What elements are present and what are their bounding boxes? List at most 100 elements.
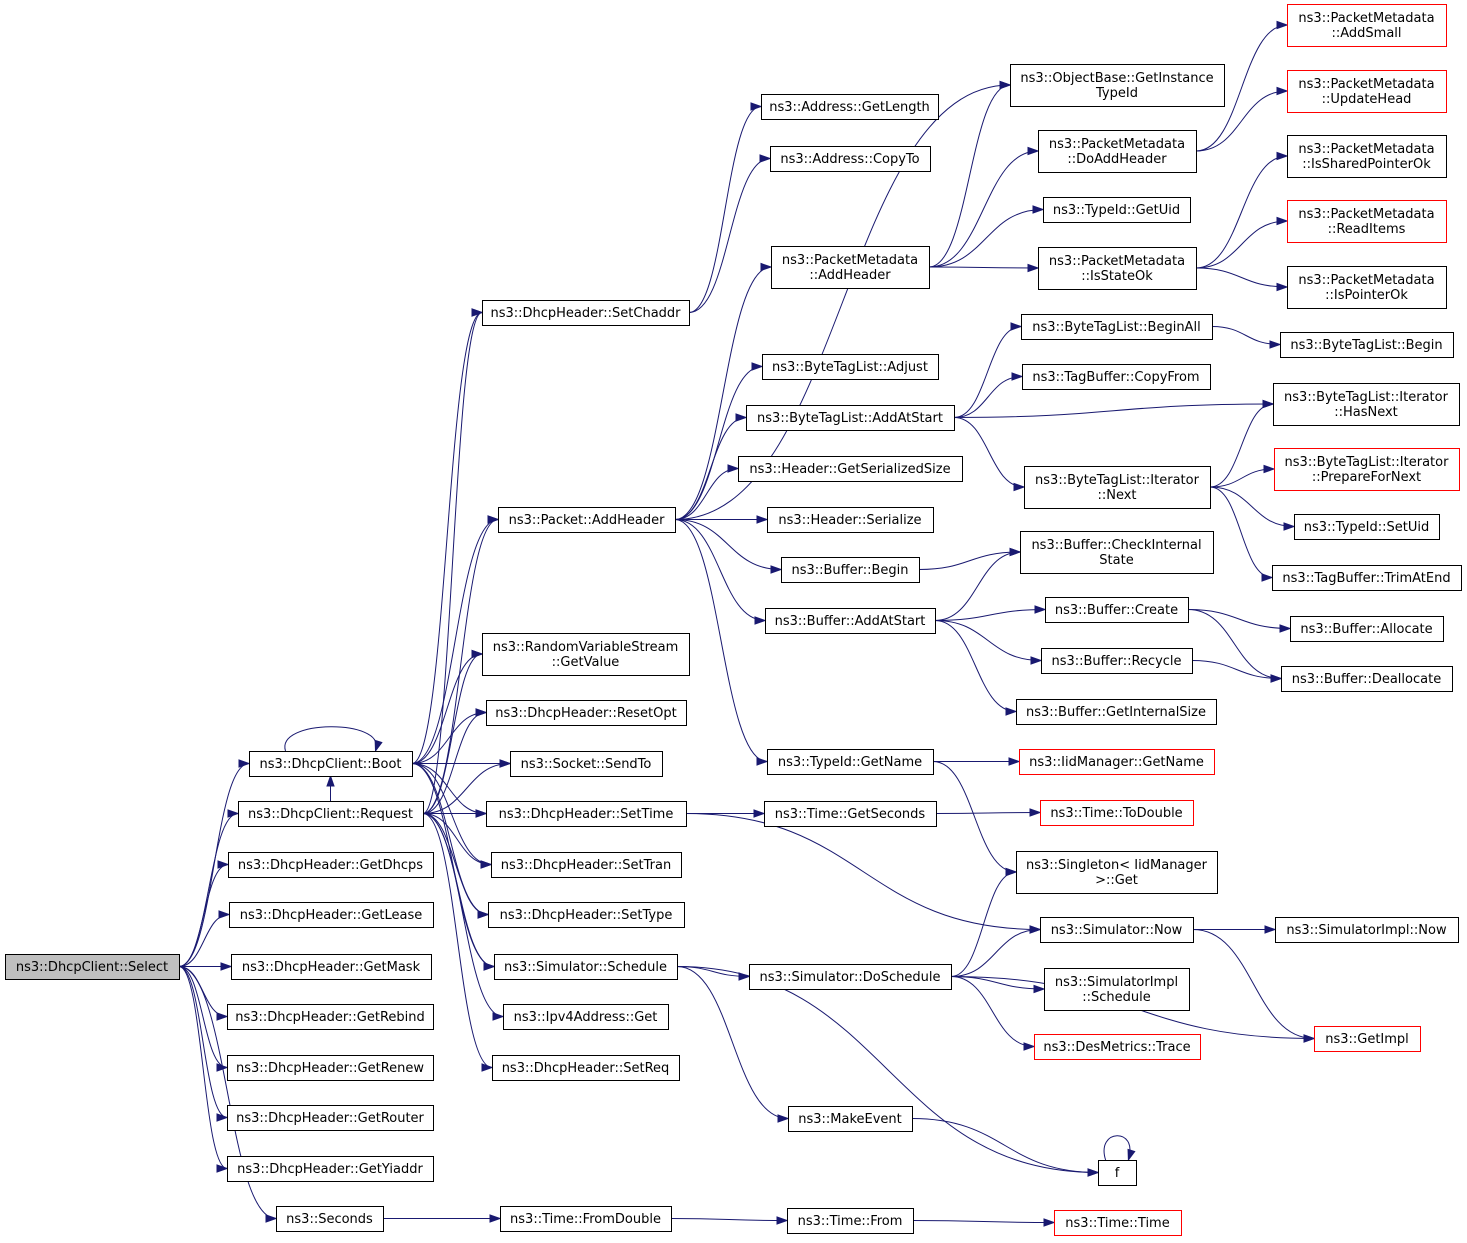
node-setreq[interactable]: ns3::DhcpHeader::SetReq bbox=[492, 1055, 680, 1081]
node-hgetsersize[interactable]: ns3::Header::GetSerializedSize bbox=[738, 456, 963, 482]
node-btliterprepare[interactable]: ns3::ByteTagList::Iterator::PrepareForNe… bbox=[1274, 448, 1460, 491]
node-hserialize[interactable]: ns3::Header::Serialize bbox=[767, 507, 934, 533]
node-pmdoaddheader[interactable]: ns3::PacketMetadata::DoAddHeader bbox=[1038, 130, 1197, 173]
node-getimpl[interactable]: ns3::GetImpl bbox=[1314, 1026, 1421, 1052]
node-pmaddsmall[interactable]: ns3::PacketMetadata::AddSmall bbox=[1287, 4, 1447, 47]
node-getdhcps[interactable]: ns3::DhcpHeader::GetDhcps bbox=[228, 852, 434, 878]
edge-btladdatstart-to-tbcopyfrom bbox=[953, 372, 1024, 418]
node-bufbegin[interactable]: ns3::Buffer::Begin bbox=[781, 557, 920, 583]
node-seconds[interactable]: ns3::Seconds bbox=[276, 1206, 384, 1232]
node-label: ns3::DhcpHeader::SetTran bbox=[501, 858, 672, 873]
edge-fromdouble-to-timefrom bbox=[670, 1216, 789, 1225]
node-label: ns3::TagBuffer::TrimAtEnd bbox=[1282, 571, 1450, 586]
node-getrouter[interactable]: ns3::DhcpHeader::GetRouter bbox=[227, 1105, 434, 1131]
node-schedule[interactable]: ns3::Simulator::Schedule bbox=[494, 954, 678, 980]
node-bufaddatstart[interactable]: ns3::Buffer::AddAtStart bbox=[765, 608, 936, 634]
node-typeidgetname[interactable]: ns3::TypeId::GetName bbox=[767, 749, 934, 775]
node-settime[interactable]: ns3::DhcpHeader::SetTime bbox=[486, 801, 687, 827]
node-desmetricstrace[interactable]: ns3::DesMetrics::Trace bbox=[1034, 1034, 1201, 1060]
node-box bbox=[238, 801, 424, 827]
node-timetodouble[interactable]: ns3::Time::ToDouble bbox=[1040, 800, 1194, 826]
node-timefrom[interactable]: ns3::Time::From bbox=[787, 1208, 914, 1234]
node-bufdeallocate[interactable]: ns3::Buffer::Deallocate bbox=[1281, 666, 1453, 692]
node-select[interactable]: ns3::DhcpClient::Select bbox=[5, 954, 180, 980]
edge-select-to-getdhcps bbox=[178, 860, 230, 967]
edge-arrowhead bbox=[483, 962, 496, 971]
edge-arrowhead bbox=[735, 413, 748, 422]
node-box bbox=[764, 801, 937, 827]
edge-line bbox=[422, 653, 483, 814]
node-rvsgetvalue[interactable]: ns3::RandomVariableStream::GetValue bbox=[482, 633, 690, 676]
node-btlbegin[interactable]: ns3::ByteTagList::Begin bbox=[1280, 332, 1454, 358]
node-bufrecycle[interactable]: ns3::Buffer::Recycle bbox=[1041, 648, 1193, 674]
node-bufcreate[interactable]: ns3::Buffer::Create bbox=[1045, 597, 1189, 623]
node-label: ns3::Simulator::Now bbox=[1051, 923, 1183, 938]
edge-request-to-setreq bbox=[422, 813, 494, 1072]
edge-arrowhead bbox=[481, 1063, 494, 1072]
node-tbtrimatend[interactable]: ns3::TagBuffer::TrimAtEnd bbox=[1272, 565, 1462, 591]
node-typeidsetuid[interactable]: ns3::TypeId::SetUid bbox=[1294, 514, 1440, 540]
node-getlease[interactable]: ns3::DhcpHeader::GetLease bbox=[229, 902, 434, 928]
node-simimplnow[interactable]: ns3::SimulatorImpl::Now bbox=[1275, 917, 1459, 943]
node-singletonget[interactable]: ns3::Singleton< IidManager >::Get bbox=[1016, 851, 1218, 894]
edge-pmdoaddheader-to-pmupdatehead bbox=[1195, 86, 1289, 152]
node-resetopt[interactable]: ns3::DhcpHeader::ResetOpt bbox=[486, 700, 687, 726]
node-pmispointerok[interactable]: ns3::PacketMetadata::IsPointerOk bbox=[1287, 266, 1447, 309]
edge-pmdoaddheader-to-pmaddsmall bbox=[1195, 20, 1289, 152]
node-box bbox=[1274, 448, 1460, 491]
node-fromdouble[interactable]: ns3::Time::FromDouble bbox=[500, 1206, 672, 1232]
node-addheader[interactable]: ns3::Packet::AddHeader bbox=[498, 507, 676, 533]
node-box bbox=[1280, 332, 1454, 358]
node-typeidgetuid[interactable]: ns3::TypeId::GetUid bbox=[1043, 197, 1191, 223]
edge-bufrecycle-to-bufdeallocate bbox=[1191, 660, 1283, 683]
node-pmaddheader[interactable]: ns3::PacketMetadata::AddHeader bbox=[771, 246, 930, 289]
node-tbcopyfrom[interactable]: ns3::TagBuffer::CopyFrom bbox=[1022, 364, 1211, 390]
node-box bbox=[749, 964, 952, 990]
node-timetime[interactable]: ns3::Time::Time bbox=[1054, 1210, 1182, 1236]
node-boot[interactable]: ns3::DhcpClient::Boot bbox=[249, 751, 413, 777]
node-iidgetname[interactable]: ns3::IidManager::GetName bbox=[1019, 749, 1215, 775]
node-makeevent[interactable]: ns3::MakeEvent bbox=[788, 1106, 913, 1132]
node-btlbeginall[interactable]: ns3::ByteTagList::BeginAll bbox=[1021, 314, 1213, 340]
node-setchaddr[interactable]: ns3::DhcpHeader::SetChaddr bbox=[482, 300, 690, 326]
edge-line bbox=[674, 266, 772, 520]
node-ipv4get[interactable]: ns3::Ipv4Address::Get bbox=[503, 1004, 669, 1030]
node-simimplschedule[interactable]: ns3::SimulatorImpl::Schedule bbox=[1044, 968, 1190, 1011]
node-timegetseconds[interactable]: ns3::Time::GetSeconds bbox=[764, 801, 937, 827]
node-pmreaditems[interactable]: ns3::PacketMetadata::ReadItems bbox=[1287, 200, 1447, 243]
node-bufgetinternalsize[interactable]: ns3::Buffer::GetInternalSize bbox=[1016, 699, 1217, 725]
node-settran[interactable]: ns3::DhcpHeader::SetTran bbox=[491, 852, 682, 878]
edge-request-to-rvsgetvalue bbox=[422, 649, 484, 814]
node-pmissharedptrok[interactable]: ns3::PacketMetadata::IsSharedPointerOk bbox=[1287, 135, 1447, 178]
node-btliterhasnext[interactable]: ns3::ByteTagList::Iterator::HasNext bbox=[1273, 383, 1460, 426]
node-btliternext[interactable]: ns3::ByteTagList::Iterator::Next bbox=[1024, 466, 1211, 509]
node-request[interactable]: ns3::DhcpClient::Request bbox=[238, 801, 424, 827]
edge-pmisstateok-to-pmissharedptrok bbox=[1195, 151, 1289, 269]
node-pmisstateok[interactable]: ns3::PacketMetadata::IsStateOk bbox=[1038, 247, 1197, 290]
node-getyiaddr[interactable]: ns3::DhcpHeader::GetYiaddr bbox=[227, 1156, 434, 1182]
node-getrenew[interactable]: ns3::DhcpHeader::GetRenew bbox=[227, 1055, 434, 1081]
edge-schedule-to-f bbox=[676, 966, 1100, 1177]
node-simnow[interactable]: ns3::Simulator::Now bbox=[1040, 917, 1194, 943]
node-addrgetlength[interactable]: ns3::Address::GetLength bbox=[761, 94, 939, 120]
node-box bbox=[503, 1004, 669, 1030]
node-f[interactable]: f bbox=[1098, 1160, 1137, 1186]
node-bufallocate[interactable]: ns3::Buffer::Allocate bbox=[1290, 616, 1444, 642]
node-addrcopyto[interactable]: ns3::Address::CopyTo bbox=[770, 146, 931, 172]
node-btladjust[interactable]: ns3::ByteTagList::Adjust bbox=[762, 354, 939, 380]
edge-arrowhead bbox=[1261, 573, 1274, 582]
node-simdoschedule[interactable]: ns3::Simulator::DoSchedule bbox=[749, 964, 952, 990]
edge-line bbox=[950, 929, 1041, 977]
node-getrebind[interactable]: ns3::DhcpHeader::GetRebind bbox=[227, 1004, 434, 1030]
node-settype[interactable]: ns3::DhcpHeader::SetType bbox=[488, 902, 685, 928]
node-label: ns3::ByteTagList::Iterator bbox=[1285, 455, 1450, 470]
edge-bufaddatstart-to-bufcheckinternal bbox=[934, 547, 1022, 621]
node-btladdatstart[interactable]: ns3::ByteTagList::AddAtStart bbox=[746, 405, 955, 431]
edge-bufaddatstart-to-bufrecycle bbox=[934, 620, 1043, 665]
node-pmupdatehead[interactable]: ns3::PacketMetadata::UpdateHead bbox=[1287, 70, 1447, 113]
edge-arrowhead bbox=[776, 1216, 789, 1225]
node-sendto[interactable]: ns3::Socket::SendTo bbox=[510, 751, 663, 777]
node-getmask[interactable]: ns3::DhcpHeader::GetMask bbox=[231, 954, 432, 980]
